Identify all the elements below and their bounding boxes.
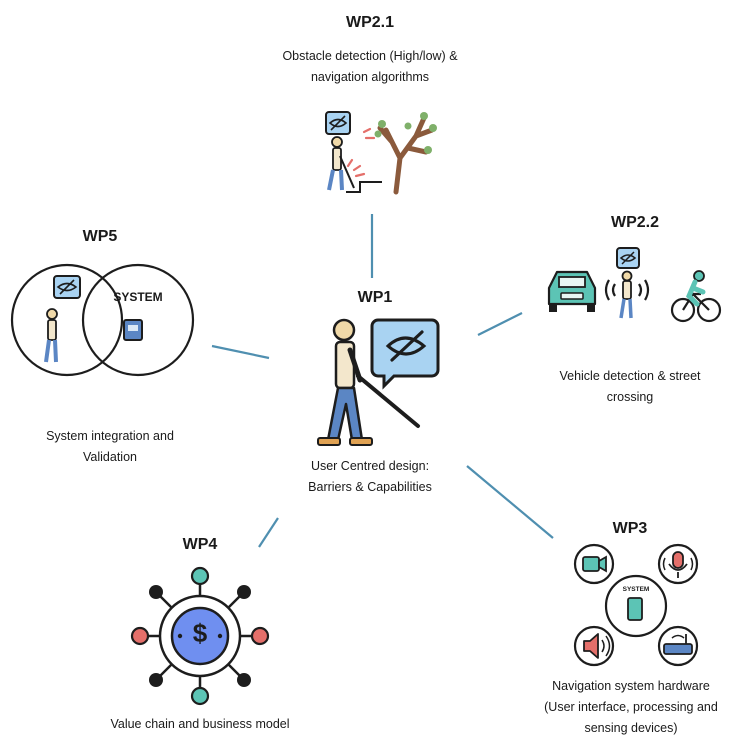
wp4-dollar-symbol: $: [192, 618, 208, 648]
connector-wp22: [477, 312, 523, 336]
wp1-user-icon: [317, 318, 440, 446]
wp1-caption: User Centred design: Barriers & Capabili…: [308, 459, 432, 494]
wp5-title: WP5: [82, 228, 118, 245]
connector-wp3: [466, 465, 554, 539]
connector-wp4: [258, 517, 279, 548]
wp22-caption: Vehicle detection & street crossing: [559, 369, 701, 404]
wp1-title: WP1: [357, 289, 393, 306]
wp21-title: WP2.1: [345, 14, 394, 31]
wp3-caption: Navigation system hardware (User interfa…: [544, 679, 718, 735]
wp4-network-icon: [130, 566, 270, 706]
wp5-venn-icon: [10, 263, 195, 377]
wp21-caption: Obstacle detection (High/low) & navigati…: [282, 49, 458, 84]
wp3-system-label: SYSTEM: [622, 586, 650, 593]
wp4-caption: Value chain and business model: [110, 717, 290, 731]
connector-wp5: [211, 344, 270, 360]
wp5-caption: System integration and Validation: [46, 429, 174, 464]
wp3-title: WP3: [612, 520, 648, 537]
wp22-street-icon: [547, 247, 722, 323]
wp5-system-label: SYSTEM: [113, 290, 163, 304]
wp4-title: WP4: [182, 536, 218, 553]
wp21-obstacle-icon: [325, 111, 437, 195]
wp3-hardware-icon: [573, 543, 699, 667]
wp22-title: WP2.2: [610, 214, 659, 231]
